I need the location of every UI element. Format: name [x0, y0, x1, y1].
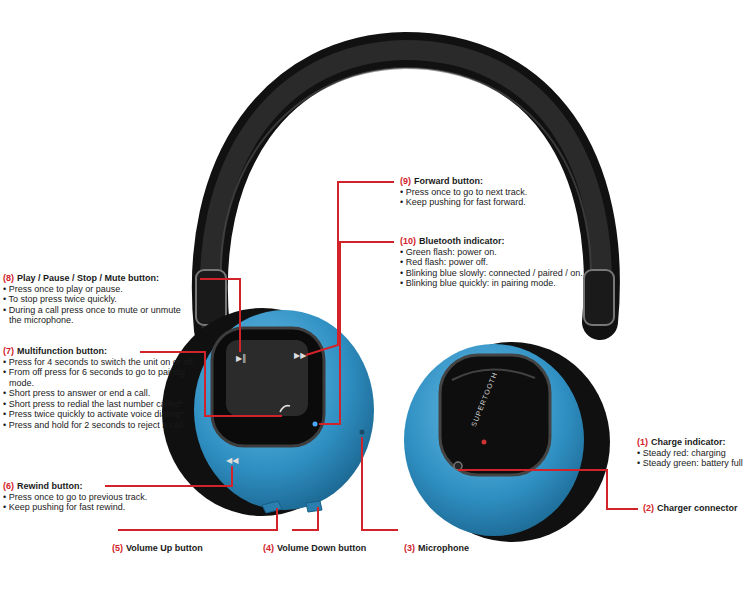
callout-number: (7): [3, 346, 14, 356]
callout-number: (4): [263, 543, 274, 553]
callout-heading: (6)Rewind button:: [3, 481, 193, 492]
part-name: Volume Up button: [126, 543, 203, 553]
part-name: Forward button:: [414, 176, 483, 186]
part-name: Play / Pause / Stop / Mute button:: [17, 273, 159, 283]
bullet-note: • Red flash: power off.: [400, 257, 630, 268]
bullet-note: • Press and hold for 2 seconds to reject…: [3, 420, 198, 431]
bullet-note: • Press twice quickly to activate voice …: [3, 409, 198, 420]
charge-callout: (1)Charge indicator:• Steady red: chargi…: [637, 437, 745, 469]
bullet-note: • Short press to redial the last number …: [3, 399, 198, 410]
part-name: Volume Down button: [277, 543, 366, 553]
callout-heading: (9)Forward button:: [400, 176, 600, 187]
callout-heading: (5)Volume Up button: [112, 543, 257, 554]
bluetooth-callout: (10)Bluetooth indicator:• Green flash: p…: [400, 236, 630, 289]
callout-number: (2): [643, 503, 654, 513]
callout-heading: (3)Microphone: [404, 543, 524, 554]
svg-text:◀◀: ◀◀: [226, 456, 239, 465]
button-pad: [226, 340, 308, 416]
bullet-note: • During a call press once to mute or un…: [3, 305, 193, 326]
leader-lines: [105, 182, 638, 530]
callout-heading: (1)Charge indicator:: [637, 437, 745, 448]
bullet-note: • From off press for 6 seconds to go to …: [3, 367, 198, 388]
volume-up-callout: (5)Volume Up button: [112, 543, 257, 554]
bullet-note: • Steady green: battery full: [637, 458, 745, 469]
bullet-note: • Press once to go to next track.: [400, 187, 600, 198]
ear-cup: [404, 344, 584, 536]
bullet-note: • To stop press twice quickly.: [3, 294, 193, 305]
callout-heading: (8)Play / Pause / Stop / Mute button:: [3, 273, 193, 284]
bullet-note: • Press for 4 seconds to switch the unit…: [3, 357, 198, 368]
bullet-note: • Keep pushing for fast forward.: [400, 197, 600, 208]
hinge: [584, 270, 614, 325]
svg-text:▶‖: ▶‖: [236, 354, 246, 363]
callout-number: (9): [400, 176, 411, 186]
callout-heading: (10)Bluetooth indicator:: [400, 236, 630, 247]
microphone-hole: [360, 430, 365, 435]
ear-cup: [194, 310, 374, 510]
bullet-note: • Press once to go to previous track.: [3, 492, 193, 503]
bullet-note: • Steady red: charging: [637, 448, 745, 459]
callout-heading: (7)Multifunction button:: [3, 346, 198, 357]
charger-port: [454, 462, 462, 470]
rewind-callout: (6)Rewind button:• Press once to go to p…: [3, 481, 193, 513]
callout-number: (1): [637, 437, 648, 447]
callout-number: (6): [3, 481, 14, 491]
callout-number: (8): [3, 273, 14, 283]
charge-led: [482, 440, 487, 445]
callout-number: (5): [112, 543, 123, 553]
bluetooth-led: [313, 422, 318, 427]
callout-heading: (2)Charger connector: [643, 503, 747, 514]
volume-down-callout: (4)Volume Down button: [263, 543, 398, 554]
svg-text:▶▶: ▶▶: [294, 351, 307, 360]
bullet-note: • Press once to play or pause.: [3, 284, 193, 295]
part-name: Microphone: [418, 543, 469, 553]
part-name: Rewind button:: [17, 481, 82, 491]
forward-callout: (9)Forward button:• Press once to go to …: [400, 176, 600, 208]
bullet-note: • Green flash: power on.: [400, 247, 630, 258]
control-panel: [212, 328, 324, 446]
callout-number: (3): [404, 543, 415, 553]
callout-number: (10): [400, 236, 416, 246]
bullet-note: • Short press to answer or end a call.: [3, 388, 198, 399]
bullet-note: • Blinking blue slowly: connected / pair…: [400, 268, 630, 279]
play-callout: (8)Play / Pause / Stop / Mute button:• P…: [3, 273, 193, 326]
part-name: Charge indicator:: [651, 437, 726, 447]
cup-face: [440, 355, 550, 475]
microphone-callout: (3)Microphone: [404, 543, 524, 554]
bullet-note: • Keep pushing for fast rewind.: [3, 502, 193, 513]
multifunction-callout: (7)Multifunction button:• Press for 4 se…: [3, 346, 198, 430]
part-name: Bluetooth indicator:: [419, 236, 505, 246]
charger-callout: (2)Charger connector: [643, 503, 747, 514]
part-name: Charger connector: [657, 503, 738, 513]
part-name: Multifunction button:: [17, 346, 107, 356]
callout-heading: (4)Volume Down button: [263, 543, 398, 554]
bullet-note: • Blinking blue quickly: in pairing mode…: [400, 278, 630, 289]
